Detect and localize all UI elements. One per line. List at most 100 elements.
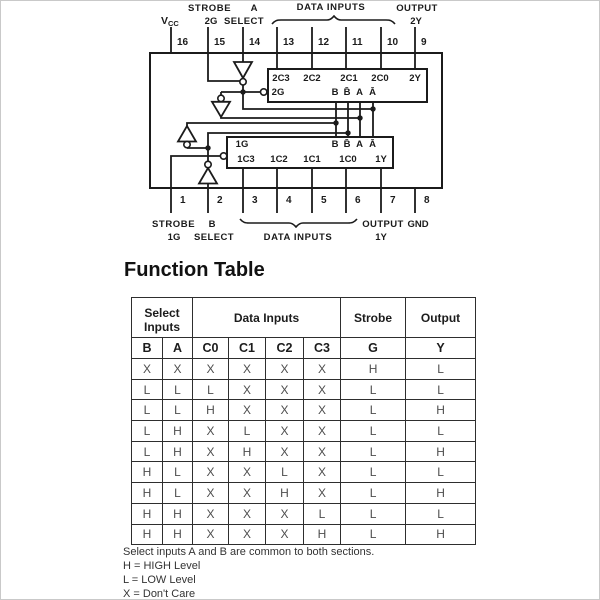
- mux1-block: [226, 136, 394, 169]
- table-cell: X: [265, 502, 304, 525]
- table-cell: L: [340, 440, 407, 463]
- top-select-label: SELECT: [224, 16, 264, 27]
- col-c1: C1: [228, 337, 266, 359]
- table-cell: L: [405, 358, 477, 380]
- pin-number-12: 12: [318, 37, 330, 48]
- table-cell: X: [228, 461, 266, 484]
- table-cell: L: [340, 399, 407, 422]
- table-cell: L: [162, 378, 193, 401]
- table-cell: H: [131, 461, 163, 484]
- table-cell: L: [131, 440, 163, 463]
- table-cell: H: [405, 523, 477, 546]
- table-cell: L: [405, 378, 477, 401]
- col-g: G: [340, 337, 407, 359]
- function-table-title: Function Table: [124, 259, 265, 281]
- table-cell: L: [228, 420, 266, 442]
- top-output-label: OUTPUT: [396, 3, 437, 14]
- pin-number-3: 3: [252, 195, 258, 206]
- bottom-strobe-label: STROBE: [152, 219, 195, 230]
- mux2-input-2c1: 2C1: [340, 73, 358, 84]
- table-cell: H: [162, 440, 193, 463]
- table-cell: H: [405, 440, 477, 463]
- pin-number-5: 5: [321, 195, 327, 206]
- note-dont-care: X = Don't Care: [123, 588, 196, 600]
- table-cell: H: [131, 523, 163, 546]
- table-cell: X: [228, 502, 266, 525]
- table-cell: H: [131, 502, 163, 525]
- table-cell: X: [265, 420, 304, 442]
- mux1-strobe-1g: 1G: [236, 139, 249, 150]
- table-cell: X: [265, 358, 304, 380]
- mux1-input-1c2: 1C2: [270, 154, 287, 165]
- table-cell: X: [302, 461, 342, 484]
- schematic-wires: [170, 27, 416, 213]
- table-cell: H: [340, 358, 407, 380]
- table-cell: X: [302, 378, 342, 401]
- table-cell: X: [192, 440, 229, 463]
- table-cell: L: [131, 399, 163, 422]
- bottom-data-inputs-label: DATA INPUTS: [264, 232, 333, 243]
- bottom-1y-label: 1Y: [375, 232, 387, 243]
- col-c2: C2: [265, 337, 304, 359]
- table-cell: X: [265, 523, 304, 546]
- bottom-select-label: SELECT: [194, 232, 234, 243]
- header-output: Output: [405, 297, 477, 338]
- mux1-input-1c3: 1C3: [237, 154, 254, 165]
- inverter-a-icon: [232, 61, 254, 80]
- ic-package-outline: [149, 52, 443, 189]
- table-cell: L: [162, 482, 193, 504]
- vcc-label: VCC: [161, 15, 179, 28]
- table-cell: H: [162, 502, 193, 525]
- mux1-input-1c0: 1C0: [339, 154, 356, 165]
- pin-number-2: 2: [217, 195, 223, 206]
- mux2-sel-a: A: [356, 87, 363, 98]
- table-cell: X: [228, 482, 266, 504]
- inverter-b-buffer-bubble: [183, 140, 192, 149]
- table-cell: L: [405, 420, 477, 442]
- table-cell: X: [302, 440, 342, 463]
- table-cell: X: [228, 399, 266, 422]
- table-cell: X: [302, 420, 342, 442]
- table-cell: H: [405, 482, 477, 504]
- inverter-a-bubble: [239, 77, 248, 86]
- top-data-inputs-label: DATA INPUTS: [297, 2, 366, 13]
- table-cell: X: [192, 502, 229, 525]
- mux2-strobe-2g: 2G: [272, 87, 285, 98]
- table-cell: X: [162, 358, 193, 380]
- table-cell: L: [340, 523, 407, 546]
- table-cell: L: [302, 502, 342, 525]
- pin-number-7: 7: [390, 195, 396, 206]
- pin-number-13: 13: [283, 37, 295, 48]
- mux1-sel-a: A: [356, 139, 363, 150]
- pin-number-4: 4: [286, 195, 292, 206]
- inverter-a-buffer-icon: [210, 100, 232, 119]
- strobe-1g-bubble: [219, 152, 228, 161]
- table-cell: H: [265, 482, 304, 504]
- table-cell: L: [340, 420, 407, 442]
- junction-dots: [205, 89, 376, 151]
- col-c3: C3: [302, 337, 342, 359]
- mux2-block: [267, 68, 428, 103]
- header-select-line2: Inputs: [144, 319, 180, 334]
- table-cell: L: [162, 461, 193, 484]
- top-a-label: A: [251, 3, 258, 14]
- pin-number-9: 9: [421, 37, 427, 48]
- top-strobe-label: STROBE: [188, 3, 231, 14]
- table-cell: L: [340, 482, 407, 504]
- bottom-b-label: B: [209, 219, 216, 230]
- bottom-gnd-label: GND: [407, 219, 428, 230]
- pin-number-16: 16: [177, 37, 189, 48]
- mux2-input-2c0: 2C0: [371, 73, 388, 84]
- table-cell: H: [162, 523, 193, 546]
- inverter-b-bubble: [204, 160, 213, 169]
- top-2g-label: 2G: [205, 16, 218, 27]
- table-cell: L: [405, 502, 477, 525]
